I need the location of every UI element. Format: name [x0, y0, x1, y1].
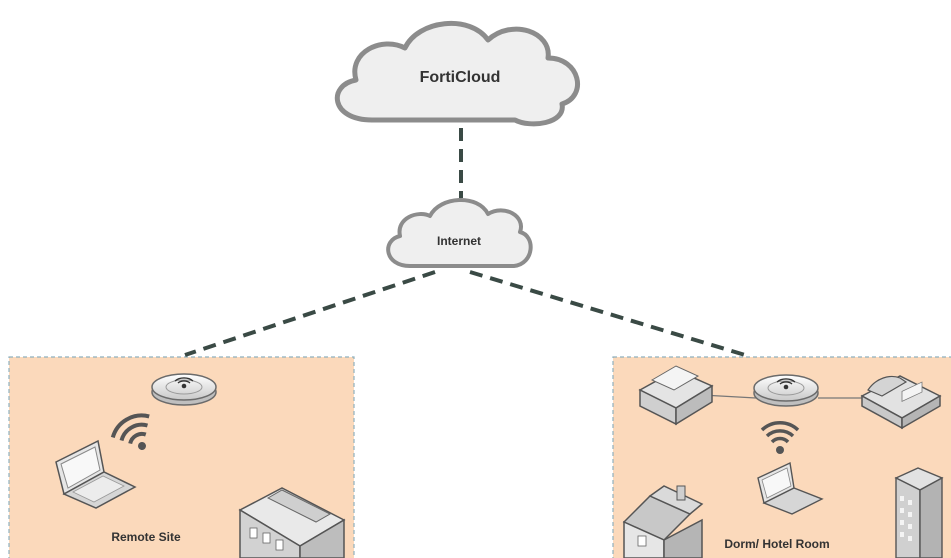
desk-phone-icon — [860, 375, 942, 430]
access-point-icon — [151, 373, 217, 406]
wifi-signal-icon — [110, 413, 150, 450]
access-point-icon — [753, 374, 819, 407]
link-internet-dorm — [469, 270, 746, 357]
forticloud-cloud-icon — [334, 20, 581, 127]
house-icon — [622, 485, 704, 558]
laptop-icon — [55, 439, 137, 509]
printer-icon — [638, 365, 714, 426]
link-internet-remote — [184, 270, 436, 357]
dorm-site-label: Dorm/ Hotel Room — [724, 537, 829, 551]
office-tower-icon — [894, 467, 944, 558]
building-icon — [238, 487, 346, 558]
forticloud-label: FortiCloud — [420, 69, 501, 86]
internet-label: Internet — [437, 234, 481, 248]
internet-cloud-icon — [386, 198, 533, 268]
remote-site-label: Remote Site — [111, 530, 181, 544]
laptop-icon — [757, 461, 824, 515]
wifi-signal-icon — [760, 421, 800, 454]
